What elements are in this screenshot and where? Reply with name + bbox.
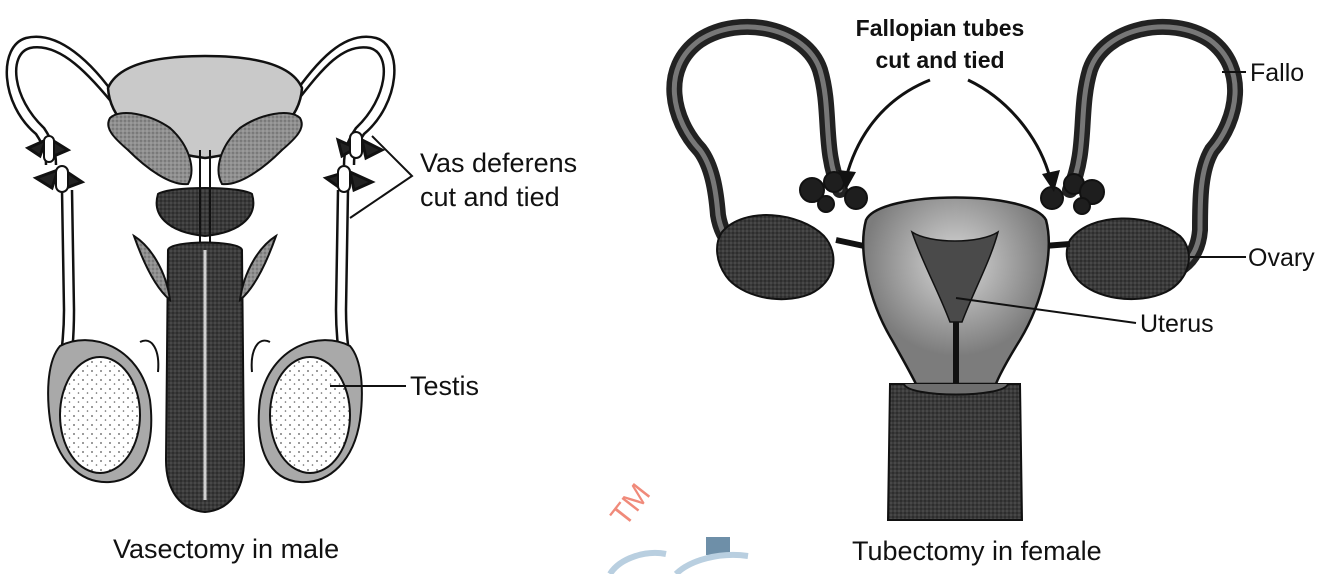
vas-deferens-right: [290, 37, 394, 380]
watermark-arc-right-icon: [676, 555, 748, 574]
tube-tie-left: [800, 172, 867, 212]
fallopian-label: Fallo: [1250, 59, 1304, 87]
testis-right: [259, 340, 362, 482]
vas-deferens-label-line2: cut and tied: [420, 182, 560, 212]
tubes-arrow-left: [846, 80, 930, 178]
tubes-label-line1: Fallopian tubes: [856, 15, 1025, 41]
testis-label: Testis: [410, 371, 479, 401]
vas-deferens-left: [7, 37, 118, 380]
uterus-label: Uterus: [1140, 310, 1214, 338]
testis-left: [48, 340, 151, 482]
scrotum-curve-left: [140, 341, 158, 372]
ovary-right: [1067, 218, 1189, 299]
female-caption: Tubectomy in female: [852, 536, 1102, 566]
tubes-arrow-right: [968, 80, 1050, 178]
ovary-label: Ovary: [1248, 244, 1315, 272]
vas-deferens-label-line1: Vas deferens: [420, 148, 577, 178]
crus-left: [134, 236, 170, 300]
scrotum-curve-right: [252, 341, 270, 372]
prostate: [157, 188, 254, 236]
vas-tie-right-lower: [326, 166, 372, 192]
male-caption: Vasectomy in male: [113, 534, 339, 564]
male-diagram: Vas deferens cut and tied Testis Vasecto…: [7, 37, 577, 564]
female-diagram: Fallopian tubes cut and tied Fallo Ovary…: [674, 15, 1315, 566]
vas-tie-right-upper: [338, 132, 382, 158]
watermark-arc-left-icon: [610, 553, 666, 574]
crus-right: [240, 236, 276, 300]
ovarian-ligament-left: [836, 240, 864, 246]
vagina: [888, 384, 1022, 520]
watermark: TM: [605, 478, 748, 574]
vas-tie-left-upper: [28, 136, 68, 162]
ovary-left: [717, 215, 833, 299]
watermark-tm: TM: [605, 478, 658, 532]
vas-tie-left-lower: [36, 166, 82, 192]
tubes-label-line2: cut and tied: [875, 47, 1004, 73]
